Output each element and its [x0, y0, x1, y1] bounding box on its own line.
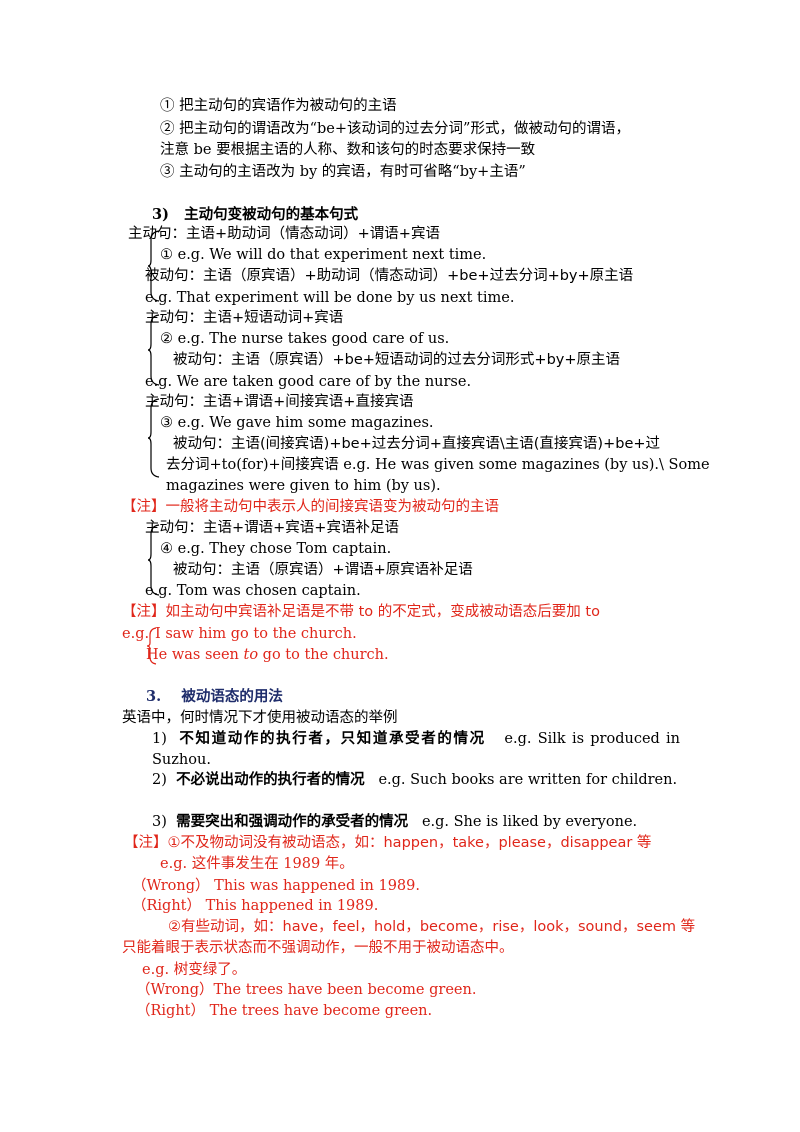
note-2-wrong: （Wrong）The trees have been become green. — [136, 982, 477, 998]
usage-number: 3. — [146, 688, 162, 705]
pattern4-eg-line2-to: to — [243, 647, 259, 663]
usage-title: 被动语态的用法 — [181, 689, 283, 705]
usage-item-1-cont: Suzhou. — [152, 752, 211, 768]
usage-item-1: 1) 不知道动作的执行者，只知道承受者的情况 e.g. Silk is prod… — [152, 729, 680, 749]
pattern2-example-active: ② e.g. The nurse takes good care of us. — [160, 331, 450, 347]
pattern4-eg-line1: I saw him go to the church. — [155, 626, 357, 642]
brace-pattern2 — [147, 314, 160, 386]
note-2: ②有些动词，如：have，feel，hold，become，rise，look，… — [168, 919, 696, 935]
brace-pattern1 — [147, 230, 160, 302]
pattern2-example-passive: e.g. We are taken good care of by the nu… — [145, 374, 472, 390]
brace-pattern4 — [147, 524, 160, 596]
usage-item-2-example: e.g. Such books are written for children… — [378, 772, 678, 788]
usage-heading: 3. 被动语态的用法 — [146, 687, 283, 707]
pattern4-example-active: ④ e.g. They chose Tom captain. — [160, 541, 392, 557]
pattern1-active: 主动句：主语+助动词（情态动词）+谓语+宾语 — [128, 226, 440, 242]
step-1: ① 把主动句的宾语作为被动句的主语 — [160, 98, 397, 114]
section-title: 主动句变被动句的基本句式 — [184, 207, 359, 223]
usage-item-3-num: 3) — [152, 814, 167, 830]
pattern4-note: 【注】如主动句中宾语补足语是不带 to 的不定式，变成被动语态后要加 to — [122, 604, 600, 620]
pattern1-example-passive: e.g. That experiment will be done by us … — [145, 290, 515, 306]
pattern3-passive-line3: magazines were given to him (by us). — [166, 478, 441, 494]
pattern4-example-passive: e.g. Tom was chosen captain. — [145, 583, 361, 599]
pattern4-passive: 被动句：主语（原宾语）+谓语+原宾语补足语 — [173, 562, 473, 578]
section-heading: 3) 主动句变被动句的基本句式 — [152, 205, 358, 225]
step-2-cont: 注意 be 要根据主语的人称、数和该句的时态要求保持一致 — [160, 142, 536, 158]
note-2-right: （Right） The trees have become green. — [136, 1003, 433, 1019]
usage-item-3-example: e.g. She is liked by everyone. — [421, 814, 638, 830]
pattern2-passive: 被动句：主语（原宾语）+be+短语动词的过去分词形式+by+原主语 — [173, 352, 621, 368]
pattern1-passive: 被动句：主语（原宾语）+助动词（情态动词）+be+过去分词+by+原主语 — [145, 268, 634, 284]
step-2: ② 把主动句的谓语改为“be+该动词的过去分词”形式，做被动句的谓语， — [160, 121, 630, 137]
note-1: 【注】①不及物动词没有被动语态，如：happen，take，please，dis… — [124, 835, 652, 851]
pattern4-eg-prefix: e.g. — [122, 626, 150, 642]
pattern4-active: 主动句：主语+谓语+宾语+宾语补足语 — [145, 520, 399, 536]
pattern3-passive-line2: 去分词+to(for)+间接宾语 e.g. He was given some … — [166, 457, 710, 473]
brace-pattern4-eg — [146, 627, 157, 665]
usage-item-1-example: e.g. Silk is produced in — [504, 731, 681, 747]
usage-item-1-num: 1) — [152, 731, 167, 747]
note-2-cont: 只能着眼于表示状态而不强调动作，一般不用于被动语态中。 — [122, 940, 514, 956]
usage-intro: 英语中，何时情况下才使用被动语态的举例 — [122, 710, 398, 726]
usage-item-3-bold: 需要突出和强调动作的承受者的情况 — [176, 814, 409, 830]
note-1-right: （Right） This happened in 1989. — [132, 898, 379, 914]
pattern2-active: 主动句：主语+短语动词+宾语 — [145, 310, 344, 326]
usage-item-3: 3) 需要突出和强调动作的承受者的情况 e.g. She is liked by… — [152, 812, 637, 832]
usage-item-1-bold: 不知道动作的执行者，只知道承受者的情况 — [179, 731, 486, 747]
pattern3-passive-line1: 被动句：主语(间接宾语)+be+过去分词+直接宾语\主语(直接宾语)+be+过 — [173, 436, 661, 452]
section-number: 3) — [152, 206, 169, 223]
pattern3-active: 主动句：主语+谓语+间接宾语+直接宾语 — [145, 394, 414, 410]
brace-pattern3 — [147, 398, 160, 478]
pattern4-eg-line2-b: go to the church. — [258, 647, 389, 663]
pattern3-note: 【注】一般将主动句中表示人的间接宾语变为被动句的主语 — [122, 499, 499, 515]
note-1-example: e.g. 这件事发生在 1989 年。 — [160, 856, 354, 872]
pattern4-eg-line2: He was seen to go to the church. — [146, 645, 389, 665]
usage-item-2: 2) 不必说出动作的执行者的情况 e.g. Such books are wri… — [152, 770, 677, 790]
note-2-example: e.g. 树变绿了。 — [142, 962, 247, 978]
step-3: ③ 主动句的主语改为 by 的宾语，有时可省略“by+主语” — [160, 164, 526, 180]
usage-item-2-bold: 不必说出动作的执行者的情况 — [176, 772, 365, 788]
pattern3-example-active: ③ e.g. We gave him some magazines. — [160, 415, 434, 431]
pattern1-example-active: ① e.g. We will do that experiment next t… — [160, 247, 487, 263]
usage-item-2-num: 2) — [152, 772, 167, 788]
pattern4-eg-line2-a: He was seen — [146, 647, 244, 663]
note-1-wrong: （Wrong） This was happened in 1989. — [132, 878, 420, 894]
